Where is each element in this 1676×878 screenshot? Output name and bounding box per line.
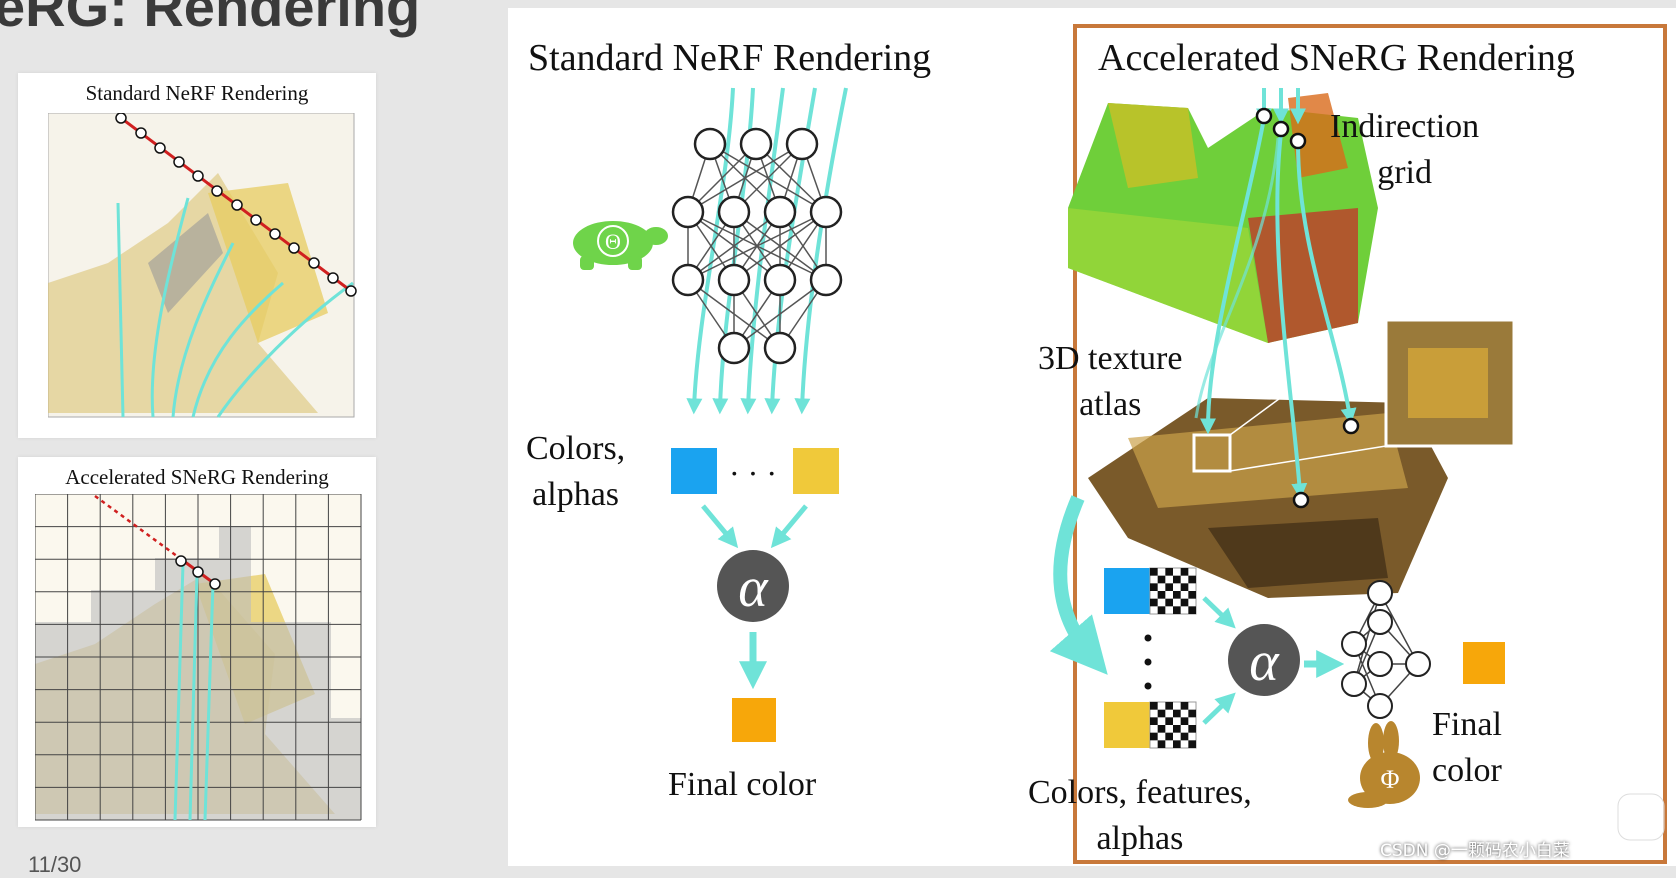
mlp-neuron [1367, 693, 1393, 719]
page-number: 11/30 [28, 852, 82, 877]
nerf-ray-illustration [48, 113, 357, 418]
mlp-neuron [785, 127, 819, 161]
mlp-neuron [1405, 651, 1431, 677]
colors-features-alphas-label: Colors, features, alphas [1028, 774, 1252, 857]
atlas-zoom-box [1192, 433, 1232, 473]
mlp-neuron [671, 263, 705, 297]
mlp-neuron [1341, 631, 1367, 657]
mlp-network [687, 143, 827, 349]
checker-feature-2 [1149, 701, 1197, 749]
indirection-grid-label: Indirection grid [1330, 108, 1480, 191]
mlp-neuron [739, 127, 773, 161]
mlp-neuron [1341, 671, 1367, 697]
bunny-icon: Φ [1348, 721, 1420, 808]
checker-feature-1 [1149, 567, 1197, 615]
thumbnail-standard-nerf[interactable]: Standard NeRF Rendering [18, 73, 376, 438]
texture-atlas [1088, 318, 1516, 598]
mlp-neuron [717, 331, 751, 365]
final-color-square [732, 698, 776, 742]
phi-symbol: Φ [1380, 765, 1399, 794]
mlp-neuron [717, 263, 751, 297]
mlp-neuron [1367, 580, 1393, 606]
mlp-neuron [693, 127, 727, 161]
mlp-neuron [1367, 651, 1393, 677]
snerg-frame [1073, 24, 1667, 864]
thumbnail-accelerated-snerg[interactable]: Accelerated SNeRG Rendering [18, 457, 376, 827]
mlp-neuron [809, 263, 843, 297]
mlp-neuron [763, 195, 797, 229]
vertical-dots [1144, 634, 1152, 690]
snerg-alpha-node [1228, 624, 1300, 696]
standard-nerf-title: Standard NeRF Rendering [528, 37, 932, 79]
blue-color-square [671, 448, 717, 494]
blue-feature-color [1104, 568, 1150, 614]
main-slide-panel: Θ · · · α [508, 8, 1676, 866]
snerg-rays [1049, 88, 1360, 675]
mlp-neuron [763, 331, 797, 365]
snerg-alpha-symbol: α [1249, 631, 1280, 693]
colors-alphas-label: Colors, alphas [526, 430, 626, 513]
snerg-final-color-square [1463, 642, 1505, 684]
theta-symbol: Θ [605, 229, 621, 254]
thumbnail-title: Accelerated SNeRG Rendering [65, 465, 329, 489]
mlp-neuron [1367, 609, 1393, 635]
alpha-symbol: α [738, 557, 769, 619]
snerg-final-color-label: Final color [1432, 706, 1502, 789]
yellow-color-square [793, 448, 839, 494]
texture-atlas-label: 3D texture atlas [1038, 340, 1183, 423]
slide-heading: eRG: Rendering [0, 0, 421, 38]
thumbnail-title: Standard NeRF Rendering [85, 81, 309, 105]
mlp-neuron [717, 195, 751, 229]
mlp-neuron [809, 195, 843, 229]
small-mlp-nodes [1341, 580, 1431, 719]
yellow-feature-color [1104, 702, 1150, 748]
ellipsis: · · · [729, 455, 777, 491]
accelerated-snerg-title: Accelerated SNeRG Rendering [1098, 37, 1575, 79]
play-icon[interactable] [1616, 792, 1666, 842]
snerg-grid-illustration [35, 494, 362, 821]
indirection-grid-voxels [1068, 93, 1378, 343]
alpha-compositing-node [717, 550, 789, 622]
mlp-neuron [671, 195, 705, 229]
mlp-neuron [763, 263, 797, 297]
diagram-canvas: Θ · · · α [573, 24, 1667, 864]
watermark: CSDN @一颗码农小白菜 [1380, 841, 1570, 861]
turtle-icon: Θ [573, 221, 668, 270]
mlp-nodes [671, 127, 843, 365]
final-color-label: Final color [668, 766, 817, 803]
